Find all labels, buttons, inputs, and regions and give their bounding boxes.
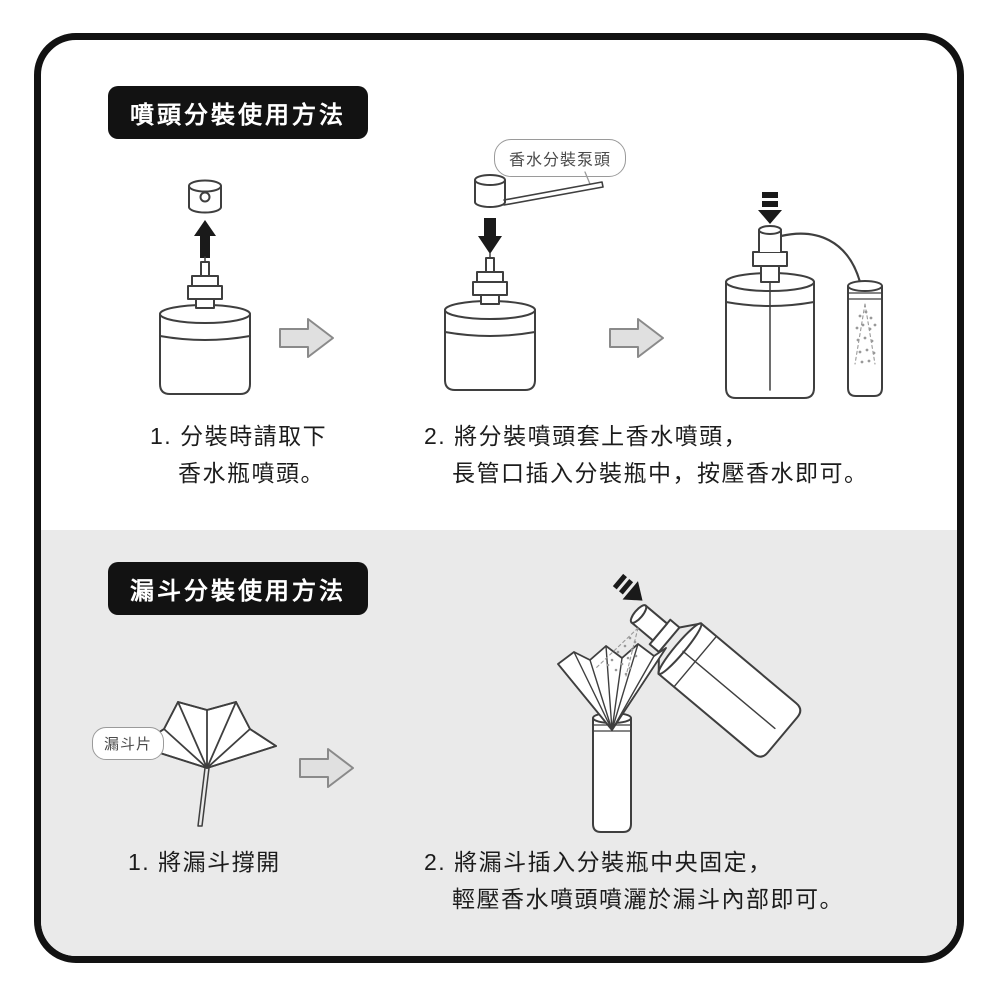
perfume-bottle-with-pump-illustration — [725, 225, 815, 399]
spray-cap-icon — [188, 179, 222, 214]
pump-head-illustration — [474, 174, 604, 208]
pump-head-attachment-illustration — [444, 171, 604, 391]
funnel-piece-illustration — [137, 701, 277, 827]
funnel-stem — [197, 767, 210, 827]
refill-vial-illustration — [847, 280, 883, 397]
spray-step1-line1: 1. 分裝時請取下 — [150, 423, 328, 449]
pump-head-label: 香水分裝泵頭 — [494, 139, 627, 177]
label-pointer-line — [584, 171, 591, 185]
arrow-up-icon — [194, 220, 216, 258]
arrow-down-icon — [478, 218, 502, 254]
funnel-in-vial-illustration — [557, 643, 667, 731]
intake-tube-icon — [503, 181, 604, 206]
funnel-step1-text: 1. 將漏斗撐開 — [128, 844, 281, 881]
decanting-into-vial-illustration — [725, 192, 883, 399]
press-arrow-icon — [612, 573, 643, 601]
spray-step2-line2: 長管口插入分裝瓶中，按壓香水即可。 — [452, 460, 869, 486]
tilted-perfume-bottle-illustration — [629, 604, 802, 758]
spray-step2-text: 2. 將分裝噴頭套上香水噴頭， 長管口插入分裝瓶中，按壓香水即可。 — [424, 418, 869, 492]
perfume-bottle-illustration — [159, 256, 251, 395]
arrow-right-icon — [609, 318, 664, 358]
funnel-piece-label: 漏斗片 — [92, 727, 165, 760]
funnel-step2-line1: 2. 將漏斗插入分裝瓶中央固定， — [424, 849, 773, 875]
spray-section-title: 噴頭分裝使用方法 — [108, 86, 368, 139]
spray-step1-line2: 香水瓶噴頭。 — [178, 460, 325, 486]
press-arrow-icon — [758, 192, 782, 224]
spray-step1-text: 1. 分裝時請取下 香水瓶噴頭。 — [150, 418, 327, 492]
funnel-step2-line2: 輕壓香水噴頭噴灑於漏斗內部即可。 — [452, 886, 844, 912]
perfume-bottle-illustration — [444, 252, 536, 391]
funnel-section-title: 漏斗分裝使用方法 — [108, 562, 368, 615]
spray-step2-line1: 2. 將分裝噴頭套上香水噴頭， — [424, 423, 749, 449]
transfer-tube-icon — [779, 232, 862, 284]
funnel-step1-line1: 1. 將漏斗撐開 — [128, 849, 281, 875]
funnel-in-vial-spraying-illustration — [557, 573, 802, 833]
arrow-right-icon — [279, 318, 334, 358]
spray-mist-dots — [595, 627, 639, 677]
bottle-cap-removal-illustration — [159, 179, 251, 395]
arrow-right-icon — [299, 748, 354, 788]
funnel-step2-text: 2. 將漏斗插入分裝瓶中央固定， 輕壓香水噴頭噴灑於漏斗內部即可。 — [424, 844, 844, 918]
spray-mist-dots — [854, 303, 877, 365]
